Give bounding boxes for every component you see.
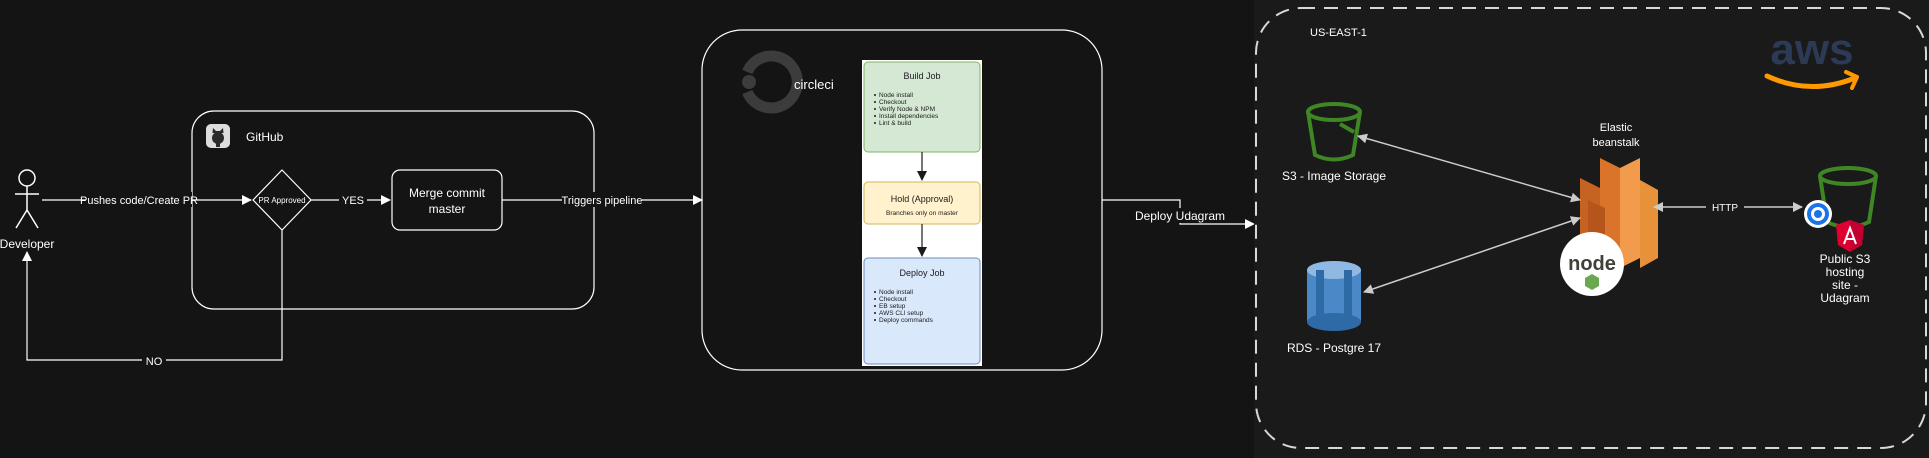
build-bullets (874, 94, 876, 124)
rds-eb-edge (1363, 216, 1581, 294)
deploy-step: AWS CLI setup (879, 310, 924, 317)
github-label: GitHub (246, 130, 284, 144)
nodejs-icon: node (1560, 232, 1624, 296)
public-s3-line2: hosting (1826, 265, 1865, 279)
yes-edge-label: YES (342, 195, 364, 207)
developer-actor (15, 169, 39, 229)
no-edge-label: NO (146, 356, 163, 368)
deploy-step: Node install (879, 289, 914, 296)
aws-logo-text: aws (1770, 25, 1853, 74)
deploy-step: EB setup (879, 303, 906, 310)
build-step: Node install (879, 92, 914, 99)
deploy-job-title: Deploy Job (899, 268, 944, 278)
deploy-edge-label: Deploy Udagram (1135, 209, 1225, 223)
circleci-icon (742, 50, 803, 114)
deploy-job-box (863, 257, 981, 365)
rds-label: RDS - Postgre 17 (1287, 341, 1381, 355)
github-container (191, 110, 595, 310)
rds-database-icon (1307, 261, 1361, 331)
deploy-step: Deploy commands (879, 317, 934, 324)
developer-label: Developer (0, 237, 54, 251)
build-step: Install dependencies (879, 113, 939, 120)
merge-commit-line2: master (429, 202, 466, 216)
deploy-step: Checkout (879, 296, 907, 303)
pr-approved-label: PR Approved (258, 196, 305, 205)
public-s3-line4: Udagram (1820, 291, 1869, 305)
aws-logo-icon: aws (1764, 25, 1859, 90)
public-s3-line3: site - (1832, 278, 1858, 292)
s3-eb-edge (1357, 133, 1581, 203)
target-icon (1804, 200, 1832, 228)
hold-title: Hold (Approval) (891, 194, 954, 204)
s3-label: S3 - Image Storage (1282, 169, 1386, 183)
deploy-bullets (874, 291, 876, 321)
circleci-label: circleci (794, 77, 834, 92)
push-edge-label: Pushes code/Create PR (80, 195, 198, 207)
angular-icon (1836, 220, 1864, 252)
build-step: Verify Node & NPM (879, 106, 935, 113)
merge-commit-line1: Merge commit (409, 186, 486, 200)
merge-commit-box (391, 169, 503, 231)
no-edge (22, 230, 283, 361)
region-label: US-EAST-1 (1310, 27, 1367, 39)
build-step: Lint & build (879, 120, 912, 127)
public-s3-line1: Public S3 (1820, 252, 1871, 266)
http-edge-label: HTTP (1712, 203, 1738, 214)
hold-subtitle: Branches only on master (886, 210, 959, 217)
github-icon (206, 124, 230, 148)
build-step: Checkout (879, 99, 907, 106)
eb-label-line2: beanstalk (1592, 137, 1640, 149)
region-boundary (1255, 7, 1927, 449)
eb-label-line1: Elastic (1600, 122, 1633, 134)
node-logo-text: node (1568, 253, 1616, 275)
build-job-title: Build Job (903, 71, 940, 81)
s3-bucket-icon (1306, 102, 1362, 162)
trigger-edge-label: Triggers pipeline (562, 195, 643, 207)
